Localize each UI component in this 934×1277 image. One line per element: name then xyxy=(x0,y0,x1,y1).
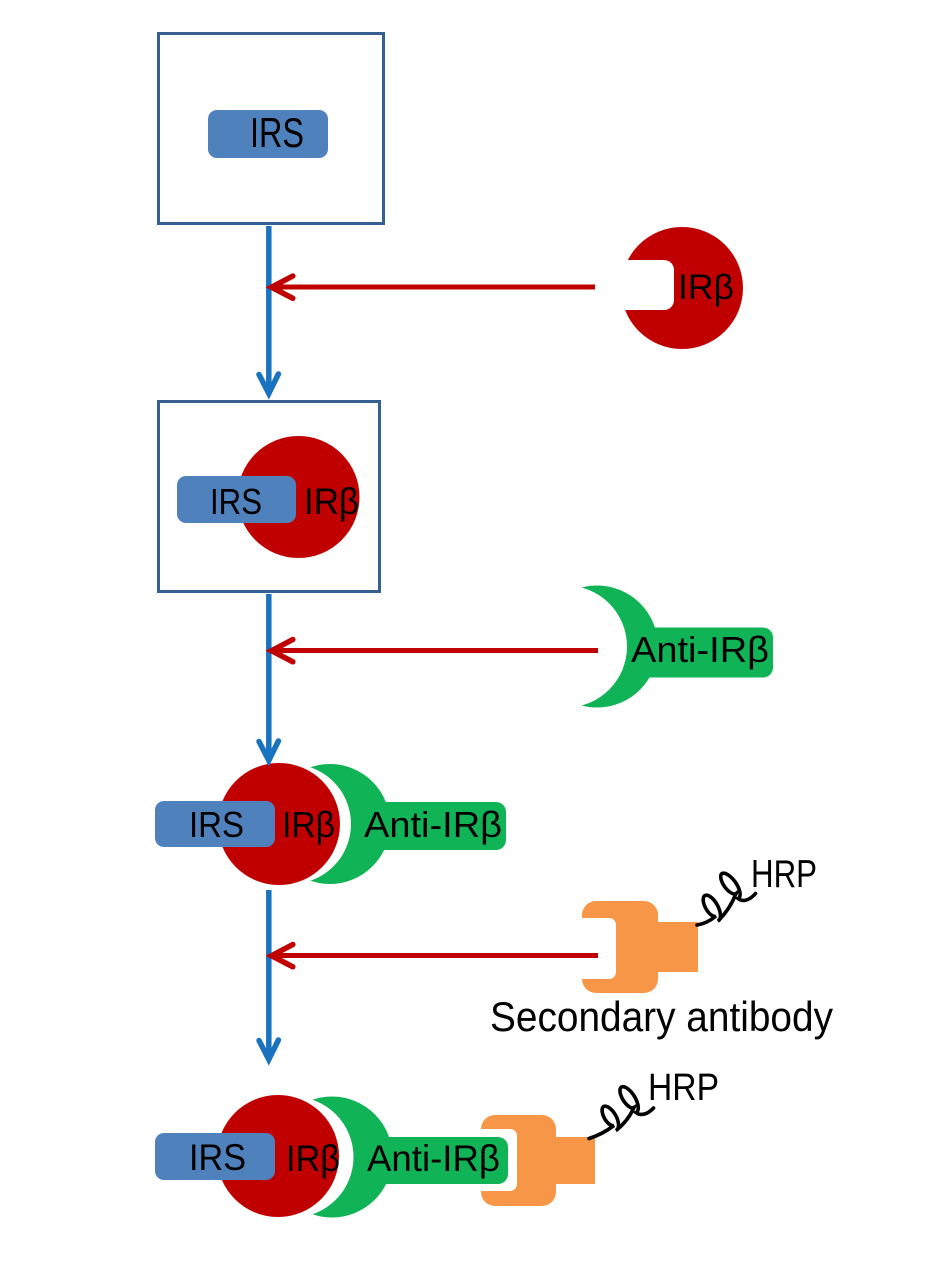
svg-text:HRP: HRP xyxy=(648,1067,719,1109)
svg-text:IRS: IRS xyxy=(250,109,304,156)
svg-text:IRS: IRS xyxy=(189,804,244,845)
svg-text:IRβ: IRβ xyxy=(282,804,335,845)
svg-text:Secondary antibody: Secondary antibody xyxy=(490,993,833,1040)
svg-text:IRS: IRS xyxy=(189,1137,246,1178)
svg-text:IRβ: IRβ xyxy=(304,481,359,522)
svg-text:IRS: IRS xyxy=(210,481,262,522)
svg-text:IRβ: IRβ xyxy=(678,268,734,307)
svg-text:Anti-IRβ: Anti-IRβ xyxy=(367,1138,500,1179)
svg-text:IRβ: IRβ xyxy=(286,1138,340,1179)
svg-text:Anti-IRβ: Anti-IRβ xyxy=(631,629,769,670)
svg-text:HRP: HRP xyxy=(751,853,817,896)
svg-text:Anti-IRβ: Anti-IRβ xyxy=(364,804,502,845)
